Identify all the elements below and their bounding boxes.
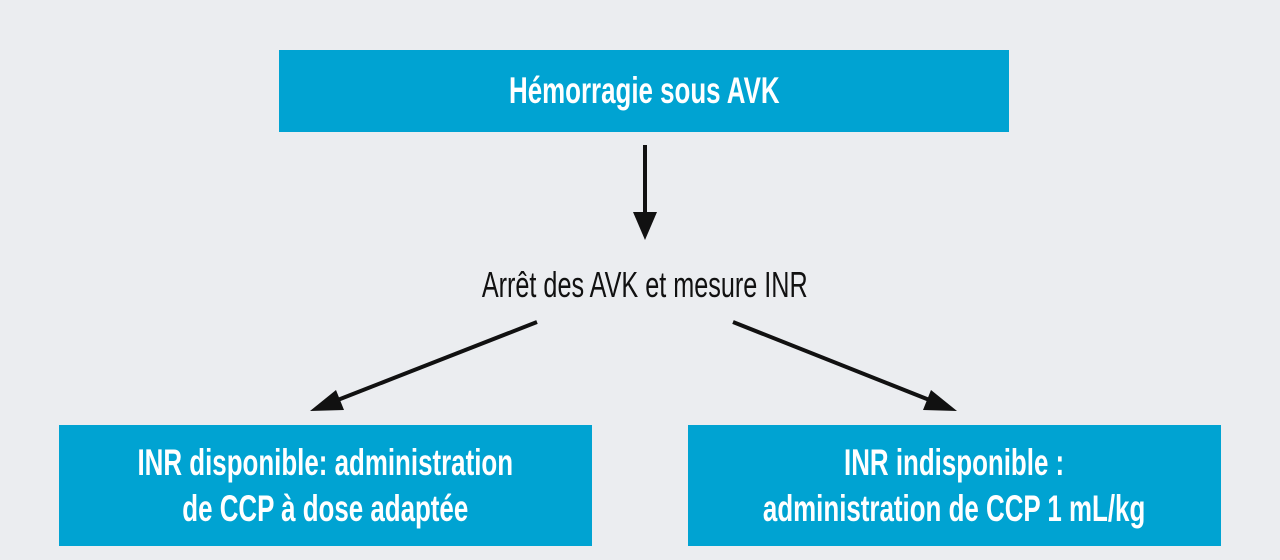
inr-available-line1: INR disponible: administration — [137, 441, 514, 483]
hemorrhage-box: Hémorragie sous AVK — [279, 50, 1009, 132]
hemorrhage-label: Hémorragie sous AVK — [508, 70, 780, 111]
arrow-down-head — [633, 212, 657, 240]
arrow-left-head — [310, 390, 344, 411]
inr-unavailable-line2: administration de CCP 1 mL/kg — [763, 487, 1146, 529]
inr-available-line2: de CCP à dose adaptée — [182, 487, 469, 529]
arrow-right — [732, 320, 938, 405]
stop-avk-step: Arrêt des AVK et mesure INR — [340, 262, 950, 308]
stop-avk-label: Arrêt des AVK et mesure INR — [482, 264, 808, 305]
inr-unavailable-box: INR indisponible :administration de CCP … — [688, 425, 1221, 546]
inr-unavailable-text: INR indisponible :administration de CCP … — [763, 440, 1145, 532]
inr-unavailable-line1: INR indisponible : — [844, 441, 1065, 483]
arrow-right-head — [923, 390, 957, 411]
arrow-left — [329, 320, 538, 405]
